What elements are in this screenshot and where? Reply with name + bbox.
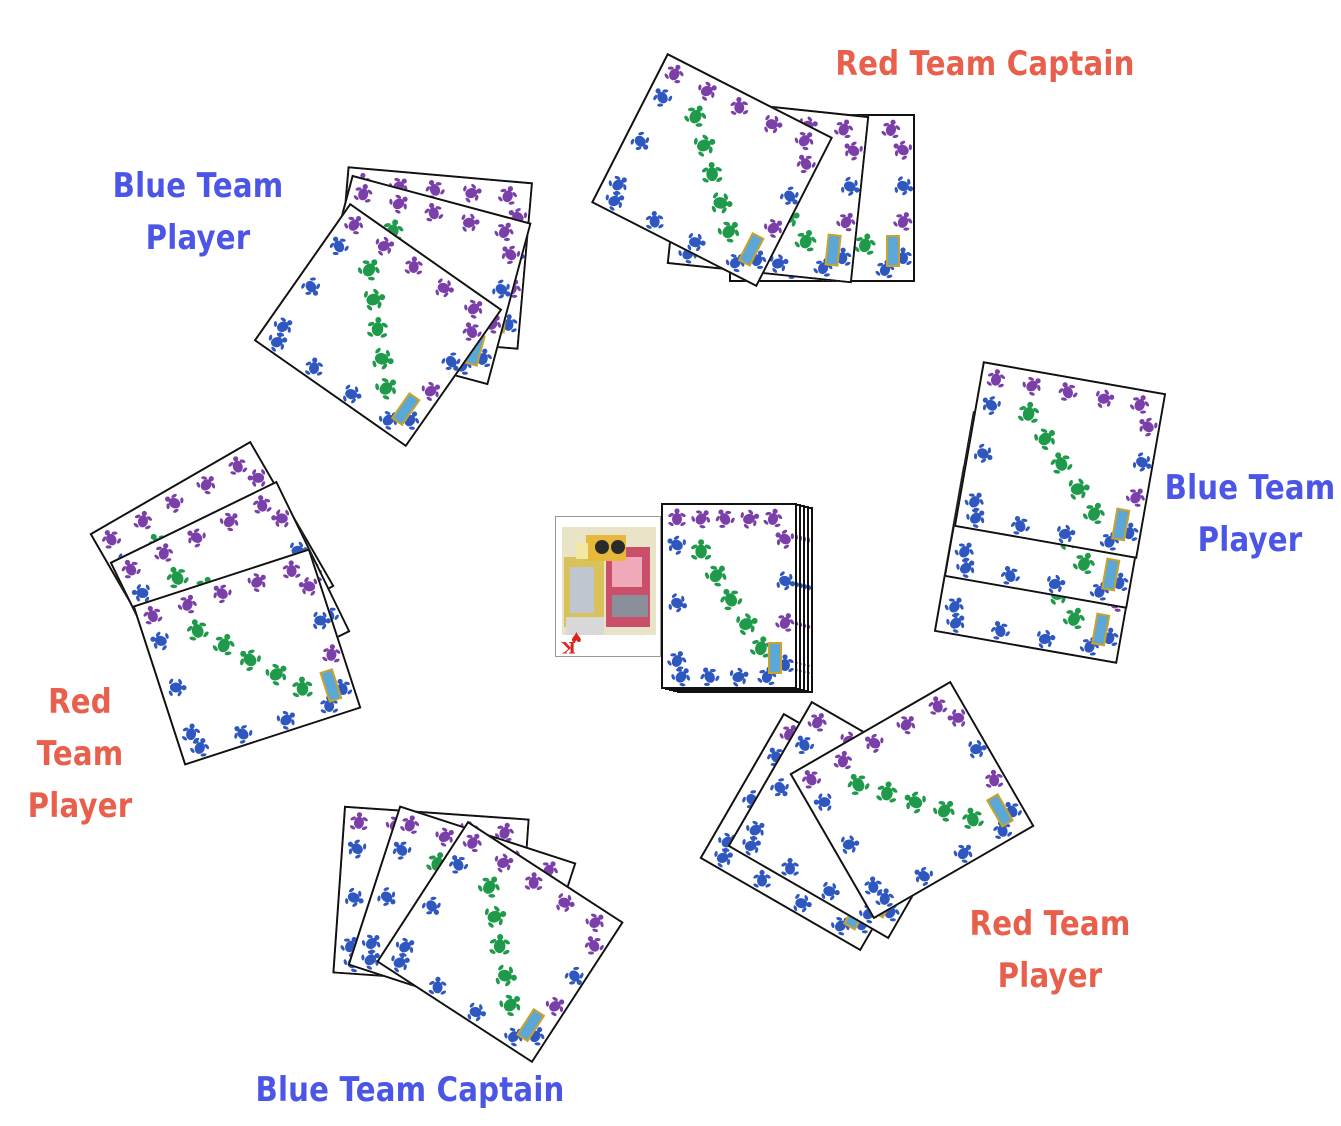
blue-team-player-top-left-label: Blue Team Player	[103, 160, 292, 264]
red-team-player-left-label: Red Team Player	[3, 676, 158, 832]
blue-team-player-right-label: Blue Team Player	[1164, 462, 1336, 566]
red-team-player-bottom-right-label: Red Team Player	[964, 898, 1136, 1002]
red-team-captain-label: Red Team Captain	[826, 38, 1144, 90]
face-up-king-of-hearts-card[interactable]: K ♥	[555, 516, 661, 657]
heart-suit-icon: ♥	[571, 627, 582, 648]
draw-pile-card-back[interactable]	[661, 503, 797, 689]
card-back[interactable]	[954, 361, 1166, 559]
blue-team-captain-label: Blue Team Captain	[251, 1064, 569, 1116]
